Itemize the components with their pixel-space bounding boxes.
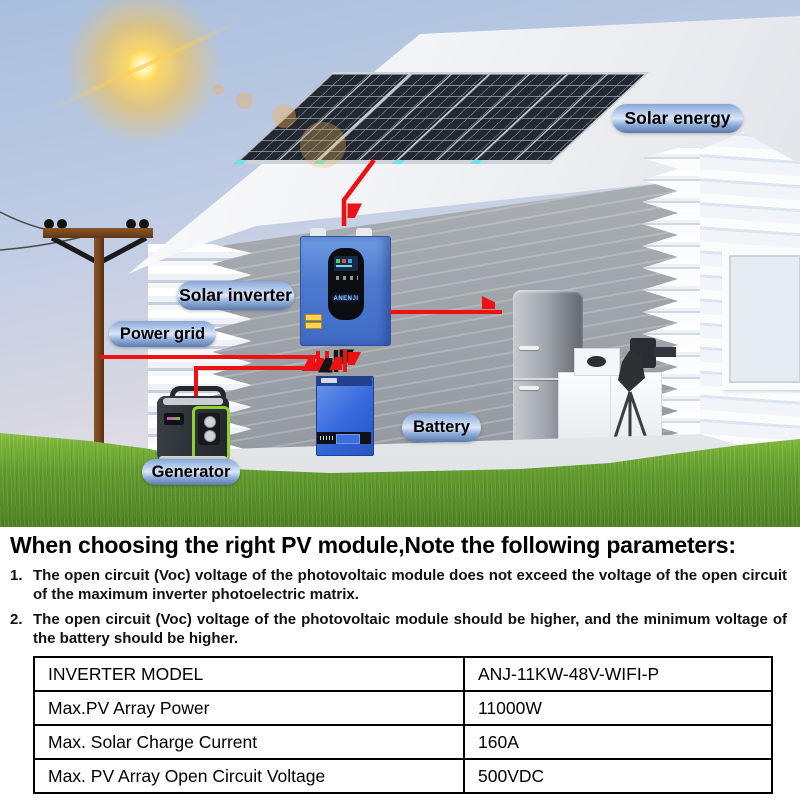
note-text: The open circuit (Voc) voltage of the ph… [33, 567, 787, 603]
table-row: Max.PV Array Power 11000W [33, 690, 773, 727]
fridge-handle [519, 386, 539, 390]
battery-lcd [336, 434, 360, 444]
inverter-brand-logo: ANENJI [333, 296, 359, 302]
note-item: 2. The open circuit (Voc) voltage of the… [10, 611, 790, 648]
lens-flare [272, 104, 296, 128]
spec-label: Max. Solar Charge Current [33, 724, 465, 761]
spec-value: ANJ-11KW-48V-WIFI-P [463, 656, 773, 693]
warning-sticker [305, 322, 322, 329]
spec-label: INVERTER MODEL [33, 656, 465, 693]
lens-flare [236, 92, 253, 109]
utility-pole-crossarm [43, 228, 153, 238]
note-number: 1. [10, 567, 23, 585]
table-row: INVERTER MODEL ANJ-11KW-48V-WIFI-P [33, 656, 773, 693]
note-item: 1. The open circuit (Voc) voltage of the… [10, 567, 790, 604]
solar-system-illustration: ANENJI [0, 0, 800, 527]
spec-value: 500VDC [463, 758, 773, 795]
label-generator: Generator [142, 459, 240, 485]
warning-sticker [305, 314, 322, 321]
label-power-grid: Power grid [109, 321, 216, 347]
battery-top-strip [316, 376, 372, 386]
spec-label: Max. PV Array Open Circuit Voltage [33, 758, 465, 795]
inverter-lcd [334, 256, 358, 271]
table-row: Max. Solar Charge Current 160A [33, 724, 773, 761]
spec-table: INVERTER MODEL ANJ-11KW-48V-WIFI-P Max.P… [33, 656, 773, 795]
battery-logo [321, 378, 337, 383]
label-battery: Battery [402, 413, 481, 442]
lens-flare [300, 122, 346, 168]
wire-grid-to-inverter [100, 351, 320, 357]
tripod-tool [611, 351, 650, 445]
generator-display [164, 413, 184, 425]
parameters-section: When choosing the right PV module,Note t… [0, 527, 800, 800]
label-solar-inverter: Solar inverter [177, 281, 294, 310]
utility-pole [94, 233, 104, 445]
generator-top-band [163, 398, 223, 405]
washing-machine-panel [574, 348, 620, 376]
label-solar-energy: Solar energy [612, 104, 743, 133]
wire-pv-to-inverter [341, 158, 376, 226]
lens-flare [213, 84, 224, 95]
spec-label: Max.PV Array Power [33, 690, 465, 727]
house-window [722, 248, 800, 390]
inverter-buttons [336, 276, 358, 280]
spec-value: 160A [463, 724, 773, 761]
fridge-handle [519, 346, 539, 350]
generator-outlets [198, 413, 220, 445]
battery-label-ticks [320, 436, 333, 440]
spec-value: 11000W [463, 690, 773, 727]
note-number: 2. [10, 611, 23, 629]
inverter-mount-tab [310, 228, 326, 238]
section-heading: When choosing the right PV module,Note t… [10, 532, 736, 558]
connection-wires [100, 158, 502, 396]
note-text: The open circuit (Voc) voltage of the ph… [33, 611, 787, 647]
table-row: Max. PV Array Open Circuit Voltage 500VD… [33, 758, 773, 795]
inverter-mount-tab [356, 228, 372, 238]
